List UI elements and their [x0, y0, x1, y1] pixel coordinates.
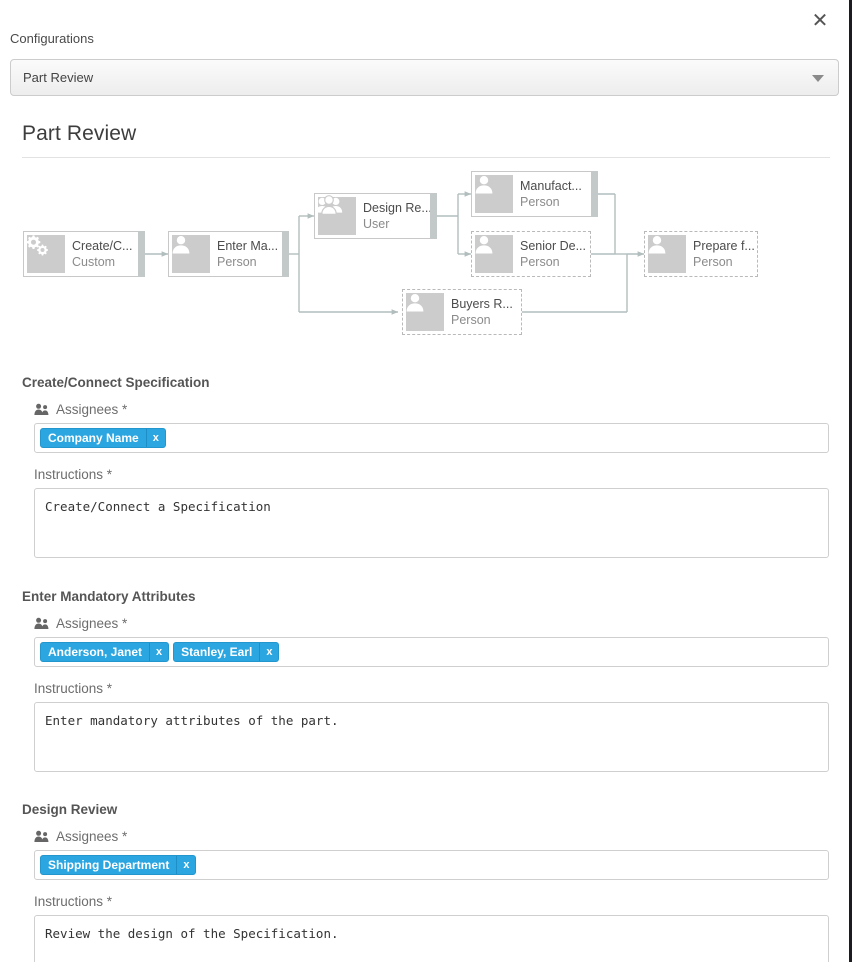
node-status-bar: [282, 231, 289, 277]
workflow-node-enter-mandatory-attributes[interactable]: Enter Ma... Person: [168, 231, 289, 277]
assignee-tag-label: Anderson, Janet: [48, 645, 143, 659]
node-name: Design Re...: [363, 201, 430, 215]
gears-icon: [26, 235, 65, 273]
title-divider: [22, 157, 830, 158]
instructions-input[interactable]: Create/Connect a Specification: [34, 488, 829, 558]
node-name: Prepare f...: [693, 239, 755, 253]
section-design-review: Design Review Assignees * Shipping Depar…: [0, 802, 849, 962]
workflow-node-manufacturing-review[interactable]: Manufact... Person: [471, 171, 598, 217]
assignee-tag[interactable]: Company Name x: [40, 428, 166, 448]
assignees-label: Assignees *: [34, 402, 849, 417]
remove-assignee-icon[interactable]: x: [176, 856, 195, 874]
assignee-tag-label: Stanley, Earl: [181, 645, 253, 659]
assignee-tag[interactable]: Anderson, Janet x: [40, 642, 170, 662]
page-title: Part Review: [22, 122, 137, 145]
chevron-down-icon: [812, 74, 824, 82]
workflow-node-design-review[interactable]: Design Re... User: [314, 193, 437, 239]
person-icon: [172, 235, 210, 273]
node-status-bar: [591, 171, 598, 217]
person-icon: [475, 175, 513, 213]
workflow-connectors: [145, 191, 645, 315]
node-type: Person: [693, 255, 733, 269]
person-icon: [406, 293, 444, 331]
users-icon: [34, 830, 49, 843]
section-title: Create/Connect Specification: [22, 375, 210, 390]
configurations-label: Configurations: [10, 31, 94, 46]
assignee-tag-label: Company Name: [48, 431, 139, 445]
assignee-tag[interactable]: Shipping Department x: [40, 855, 197, 875]
node-type: Person: [451, 313, 491, 327]
workflow-node-create-connect[interactable]: Create/C... Custom: [23, 231, 145, 277]
section-title: Design Review: [22, 802, 118, 817]
workflow-node-prepare-for-release[interactable]: Prepare f... Person: [644, 231, 758, 277]
instructions-label: Instructions *: [34, 681, 113, 696]
remove-assignee-icon[interactable]: x: [145, 429, 165, 447]
workflow-node-senior-design-review[interactable]: Senior De... Person: [471, 231, 591, 277]
node-type: Person: [520, 255, 560, 269]
section-title: Enter Mandatory Attributes: [22, 589, 196, 604]
assignee-tag-label: Shipping Department: [48, 858, 170, 872]
node-name: Manufact...: [520, 179, 582, 193]
configuration-select-value: Part Review: [23, 70, 94, 85]
workflow-node-buyers-review[interactable]: Buyers R... Person: [402, 289, 522, 335]
node-type: Person: [217, 255, 257, 269]
assignees-label-text: Assignees *: [56, 402, 128, 417]
node-name: Senior De...: [520, 239, 587, 253]
assignees-input[interactable]: Anderson, Janet x Stanley, Earl x: [34, 637, 829, 667]
assignees-label: Assignees *: [34, 829, 849, 844]
instructions-input[interactable]: Review the design of the Specification.: [34, 915, 829, 962]
users-icon: [34, 403, 49, 416]
close-icon[interactable]: ✕: [807, 8, 833, 34]
remove-assignee-icon[interactable]: x: [149, 643, 168, 661]
node-name: Buyers R...: [451, 297, 513, 311]
assignee-tag[interactable]: Stanley, Earl x: [173, 642, 280, 662]
node-name: Enter Ma...: [217, 239, 279, 253]
instructions-label: Instructions *: [34, 467, 113, 482]
node-name: Create/C...: [72, 239, 133, 253]
node-type: Custom: [72, 255, 116, 269]
remove-assignee-icon[interactable]: x: [259, 643, 278, 661]
node-type: Person: [520, 195, 560, 209]
users-icon: [315, 195, 356, 235]
person-icon: [475, 235, 513, 273]
instructions-input[interactable]: Enter mandatory attributes of the part.: [34, 702, 829, 772]
assignees-input[interactable]: Company Name x: [34, 423, 829, 453]
configuration-select[interactable]: Part Review: [10, 59, 839, 96]
workflow-diagram: Create/C... Custom Enter Ma... Person: [0, 160, 849, 350]
node-status-bar: [138, 231, 145, 277]
node-type: User: [363, 217, 390, 231]
assignees-label-text: Assignees *: [56, 616, 128, 631]
node-status-bar: [430, 193, 437, 239]
section-enter-mandatory-attributes: Enter Mandatory Attributes Assignees * A…: [0, 589, 849, 772]
assignees-label: Assignees *: [34, 616, 849, 631]
section-create-connect-specification: Create/Connect Specification Assignees *…: [0, 375, 849, 558]
person-icon: [648, 235, 686, 273]
instructions-label: Instructions *: [34, 894, 113, 909]
assignees-label-text: Assignees *: [56, 829, 128, 844]
users-icon: [34, 617, 49, 630]
assignees-input[interactable]: Shipping Department x: [34, 850, 829, 880]
